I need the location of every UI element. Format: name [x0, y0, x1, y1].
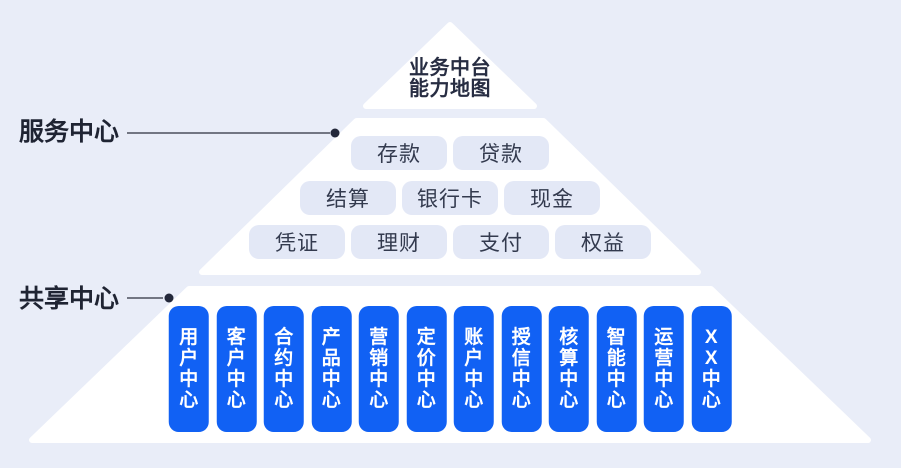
service-pill: 贷款 [453, 136, 549, 170]
pillar-char: 心 [369, 390, 389, 411]
pillar-char: 账 [464, 327, 484, 348]
service-row: 凭证理财支付权益 [249, 225, 651, 259]
pillar-char: 中 [321, 369, 341, 390]
pillar-char: 核 [559, 327, 579, 348]
pyramid-top-triangle [363, 22, 537, 109]
pillar-char: 销 [369, 348, 389, 369]
pillar-char: 心 [464, 390, 484, 411]
pillar-char: 用 [179, 327, 199, 348]
pillar-char: 授 [511, 327, 531, 348]
pillar-char: 中 [179, 369, 199, 390]
pillar-char: 中 [369, 369, 389, 390]
shared-center-pillar: 智能中心 [596, 306, 637, 432]
service-pill: 结算 [300, 181, 396, 215]
service-leader-dot [330, 128, 340, 138]
pillar-char: 算 [559, 348, 579, 369]
shared-center-pillars: 用户中心客户中心合约中心产品中心营销中心定价中心账户中心授信中心核算中心智能中心… [168, 306, 732, 432]
service-pill: 理财 [351, 225, 447, 259]
service-pill: 现金 [504, 181, 600, 215]
pillar-char: 中 [606, 369, 626, 390]
pillar-char: 户 [226, 348, 246, 369]
pillar-char: 能 [606, 348, 626, 369]
pillar-char: 心 [559, 390, 579, 411]
shared-center-pillar: 合约中心 [263, 306, 304, 432]
pillar-char: 品 [321, 348, 341, 369]
label-shared-center: 共享中心 [19, 285, 120, 313]
shared-leader-dot [164, 293, 174, 303]
pillar-char: 中 [226, 369, 246, 390]
service-row: 结算银行卡现金 [300, 181, 600, 215]
shared-center-pillar: 定价中心 [406, 306, 447, 432]
pillar-char: 中 [701, 369, 721, 390]
service-pill: 凭证 [249, 225, 345, 259]
pillar-char: X [704, 348, 718, 369]
pillar-char: 智 [606, 327, 626, 348]
service-pill: 支付 [453, 225, 549, 259]
pillar-char: 心 [606, 390, 626, 411]
shared-center-pillar: 营销中心 [358, 306, 399, 432]
pillar-char: 中 [464, 369, 484, 390]
shared-center-pillar: 用户中心 [168, 306, 209, 432]
pillar-char: 中 [511, 369, 531, 390]
pillar-char: 产 [321, 327, 341, 348]
pillar-char: 信 [511, 348, 531, 369]
pillar-char: 约 [274, 348, 294, 369]
pillar-char: 心 [321, 390, 341, 411]
pillar-char: 心 [226, 390, 246, 411]
shared-center-pillar: 运营中心 [643, 306, 684, 432]
pillar-char: 中 [559, 369, 579, 390]
pillar-char: 心 [274, 390, 294, 411]
service-pill: 权益 [555, 225, 651, 259]
shared-center-pillar: 授信中心 [501, 306, 542, 432]
pillar-char: 心 [701, 390, 721, 411]
service-pill: 银行卡 [402, 181, 498, 215]
pillar-char: 营 [369, 327, 389, 348]
shared-center-pillar: 账户中心 [453, 306, 494, 432]
label-service-center: 服务中心 [19, 118, 120, 146]
pillar-char: 合 [274, 327, 294, 348]
pillar-char: 心 [654, 390, 674, 411]
pillar-char: 中 [654, 369, 674, 390]
pillar-char: 客 [226, 327, 246, 348]
pyramid-title: 业务中台 能力地图 [409, 57, 491, 100]
pillar-char: 户 [464, 348, 484, 369]
pillar-char: 心 [511, 390, 531, 411]
pillar-char: 中 [416, 369, 436, 390]
pillar-char: 价 [416, 348, 436, 369]
service-row: 存款贷款 [351, 136, 549, 170]
service-pill: 存款 [351, 136, 447, 170]
pillar-char: 户 [179, 348, 199, 369]
shared-center-pillar: 产品中心 [311, 306, 352, 432]
shared-center-pillar: 核算中心 [548, 306, 589, 432]
pillar-char: 心 [179, 390, 199, 411]
pillar-char: 营 [654, 348, 674, 369]
pillar-char: 心 [416, 390, 436, 411]
pillar-char: X [704, 327, 718, 348]
pillar-char: 运 [654, 327, 674, 348]
shared-center-pillar: 客户中心 [216, 306, 257, 432]
pillar-char: 定 [416, 327, 436, 348]
pillar-char: 中 [274, 369, 294, 390]
